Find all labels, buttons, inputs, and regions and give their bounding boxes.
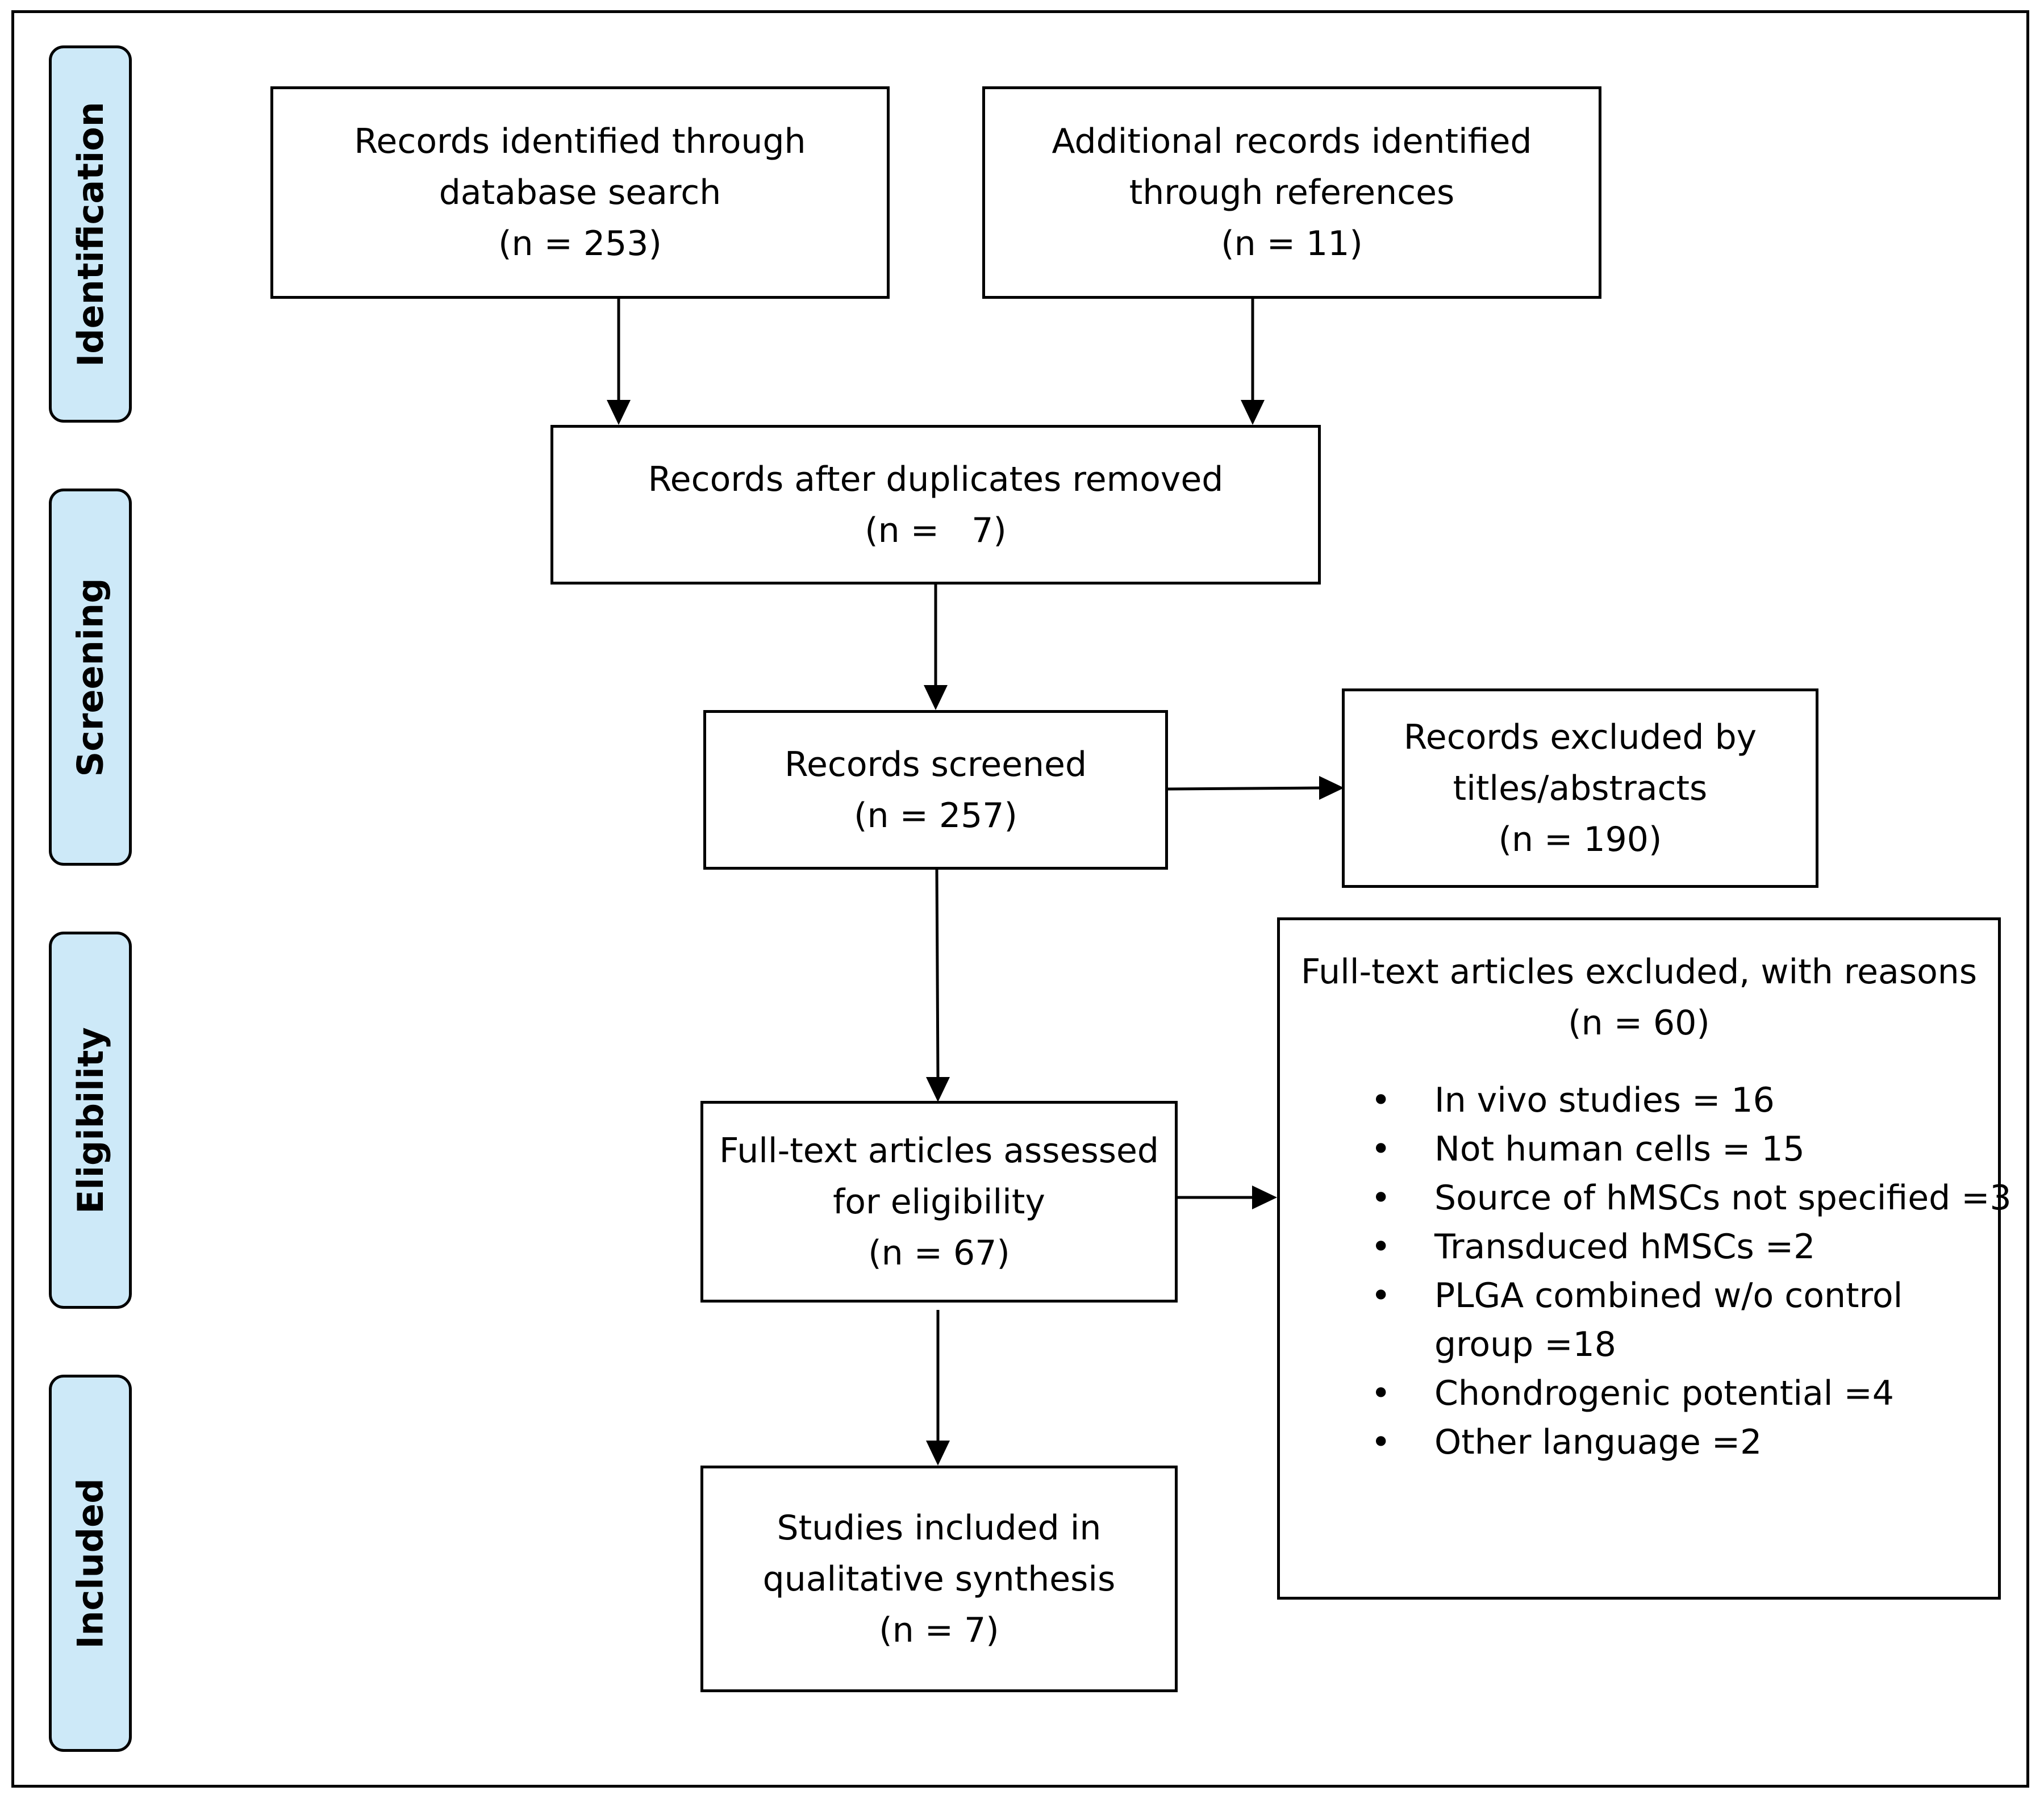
box-line: qualitative synthesis [762, 1559, 1116, 1599]
box-studies-included: Studies included in qualitative synthesi… [700, 1466, 1178, 1692]
exclusion-reason: • In vivo studies = 16 [1280, 1076, 1998, 1125]
box-records-screened: Records screened (n = 257) [703, 710, 1168, 870]
reason-text: PLGA combined w/o control [1434, 1276, 1903, 1316]
box-line: (n = 253) [498, 224, 662, 264]
reason-text: Chondrogenic potential =4 [1434, 1374, 1894, 1413]
phase-included: Included [49, 1375, 132, 1752]
exclusion-reason: • PLGA combined w/o control group =18 [1280, 1271, 1998, 1369]
box-fulltext-assessed: Full-text articles assessed for eligibil… [700, 1101, 1178, 1303]
arrow-screened-to-fulltext [935, 869, 940, 1079]
box-line: titles/abstracts [1453, 768, 1708, 808]
box-line: Records excluded by [1403, 717, 1757, 757]
arrowhead [1241, 400, 1265, 425]
excluded-header: Full-text articles excluded, with reason… [1280, 946, 1998, 1049]
reason-text: Transduced hMSCs =2 [1434, 1227, 1816, 1267]
bullet-icon: • [1371, 1129, 1391, 1169]
box-additional-references: Additional records identified through re… [982, 86, 1601, 299]
excluded-header-line: (n = 60) [1568, 1003, 1710, 1043]
box-line: (n = 7) [865, 510, 1007, 550]
phase-screening: Screening [49, 489, 132, 866]
box-line: Records after duplicates removed [648, 459, 1224, 499]
arrow-screened-to-excluded [1167, 786, 1324, 791]
reason-text: Source of hMSCs not specified =3 [1434, 1178, 2012, 1218]
box-line: through references [1129, 173, 1455, 212]
arrowhead [924, 685, 948, 710]
box-line: (n = 190) [1498, 819, 1662, 859]
box-line: Records identified through [354, 122, 806, 161]
exclusion-reason: • Source of hMSCs not specified =3 [1280, 1174, 2012, 1222]
arrowhead [926, 1077, 950, 1102]
bullet-icon: • [1371, 1374, 1391, 1413]
box-excluded-titles: Records excluded by titles/abstracts (n … [1342, 688, 1818, 888]
bullet-icon: • [1371, 1178, 1391, 1218]
box-line: (n = 7) [879, 1610, 999, 1650]
arrowhead [607, 400, 631, 425]
box-database-search: Records identified through database sear… [270, 86, 890, 299]
arrowhead [926, 1441, 950, 1466]
box-line: Full-text articles assessed [719, 1130, 1159, 1171]
reason-text: Not human cells = 15 [1434, 1129, 1805, 1169]
exclusion-reason: • Transduced hMSCs =2 [1280, 1222, 1998, 1271]
box-line: for eligibility [833, 1182, 1045, 1222]
box-line: Studies included in [777, 1508, 1102, 1548]
bullet-icon: • [1371, 1080, 1391, 1120]
arrowhead [1252, 1186, 1277, 1209]
phase-eligibility: Eligibility [49, 932, 132, 1309]
exclusion-reason: • Other language =2 [1280, 1418, 1998, 1467]
box-line: Additional records identified [1052, 122, 1532, 161]
box-line: (n = 11) [1221, 224, 1363, 264]
bullet-icon: • [1371, 1227, 1391, 1267]
reason-text: In vivo studies = 16 [1434, 1080, 1775, 1120]
box-line: database search [439, 173, 721, 212]
reason-text: Other language =2 [1434, 1422, 1762, 1462]
bullet-icon: • [1371, 1276, 1391, 1316]
bullet-icon: • [1371, 1422, 1391, 1462]
excluded-header-line: Full-text articles excluded, with reason… [1300, 952, 1978, 992]
box-fulltext-excluded: Full-text articles excluded, with reason… [1277, 917, 2012, 1600]
arrowhead [1319, 776, 1344, 800]
box-line: Records screened [784, 744, 1087, 784]
box-line: (n = 257) [854, 795, 1017, 836]
box-duplicates-removed: Records after duplicates removed (n = 7) [550, 425, 1321, 585]
diagram-frame [11, 10, 2029, 1788]
phase-identification: Identification [49, 45, 132, 423]
exclusion-reason: • Not human cells = 15 [1280, 1125, 1998, 1174]
exclusion-reason: • Chondrogenic potential =4 [1280, 1369, 1998, 1418]
reason-text: group =18 [1434, 1325, 1616, 1364]
box-line: (n = 67) [868, 1233, 1010, 1273]
exclusion-reasons-list: • In vivo studies = 16 • Not human cells =… [1280, 1076, 2012, 1467]
